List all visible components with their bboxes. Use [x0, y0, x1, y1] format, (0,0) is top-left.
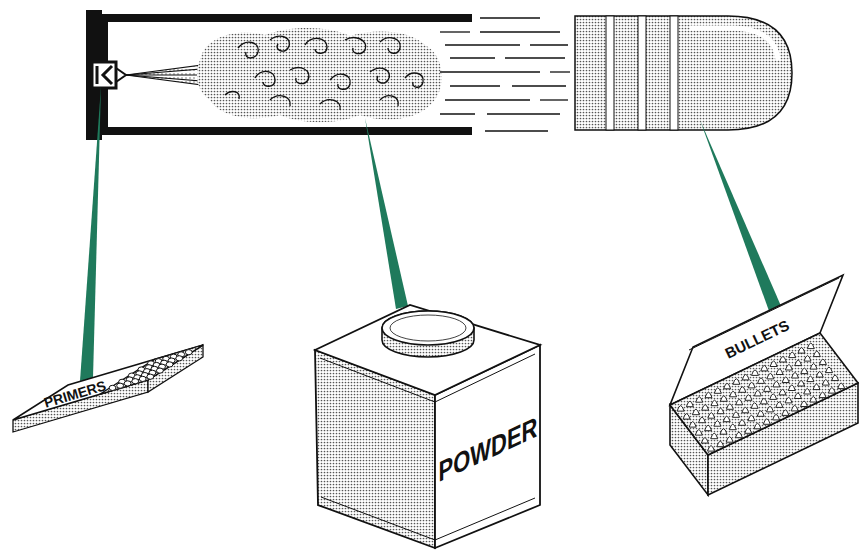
bullets-box: BULLETS: [665, 265, 863, 505]
bullet-shape: [575, 16, 792, 130]
powder-can: POWDER: [308, 300, 548, 552]
primers-box-outline: [8, 335, 208, 445]
leader-line: [80, 86, 781, 381]
gas-cloud: [197, 28, 442, 122]
primers-box: PRIMERS: [8, 335, 208, 445]
motion-lines: [440, 18, 570, 131]
primer-symbol: [92, 62, 126, 88]
cartridge-case: [86, 10, 472, 140]
bullets-box-outline: [665, 265, 863, 505]
